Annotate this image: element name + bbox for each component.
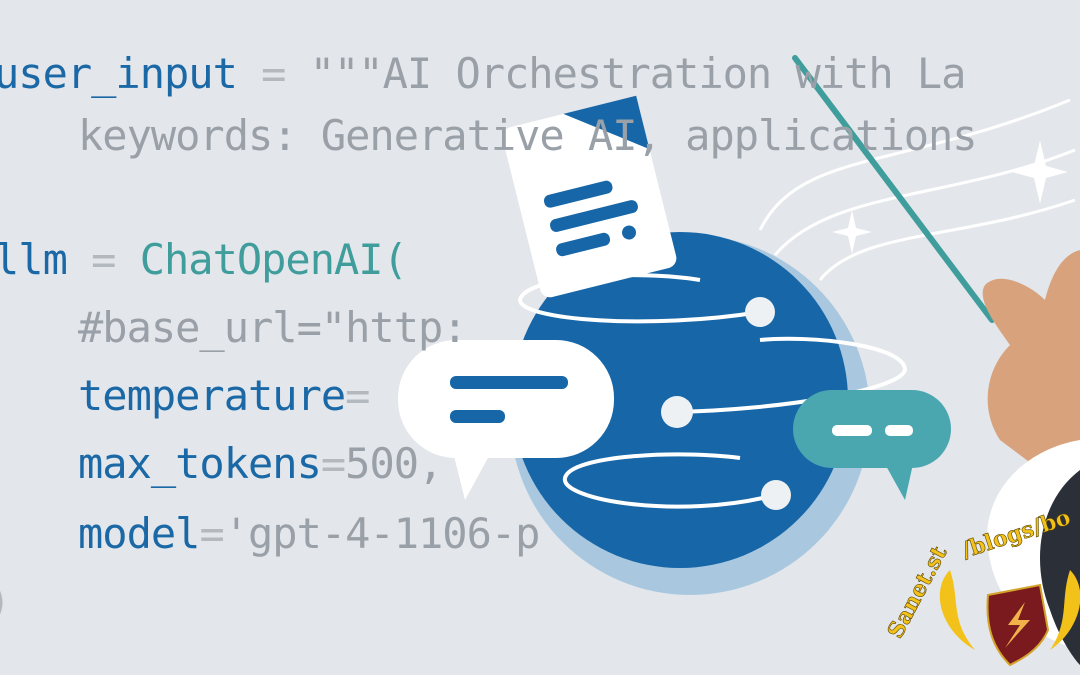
chat-bubble-icon xyxy=(793,390,951,500)
document-icon xyxy=(502,95,677,298)
baton-icon xyxy=(792,55,995,323)
sparkle-icon xyxy=(832,210,872,254)
node-icon xyxy=(661,396,693,428)
node-icon xyxy=(745,297,775,327)
chat-bubble-icon xyxy=(398,340,614,500)
node-icon xyxy=(761,480,791,510)
sparkle-icon xyxy=(1012,140,1068,204)
